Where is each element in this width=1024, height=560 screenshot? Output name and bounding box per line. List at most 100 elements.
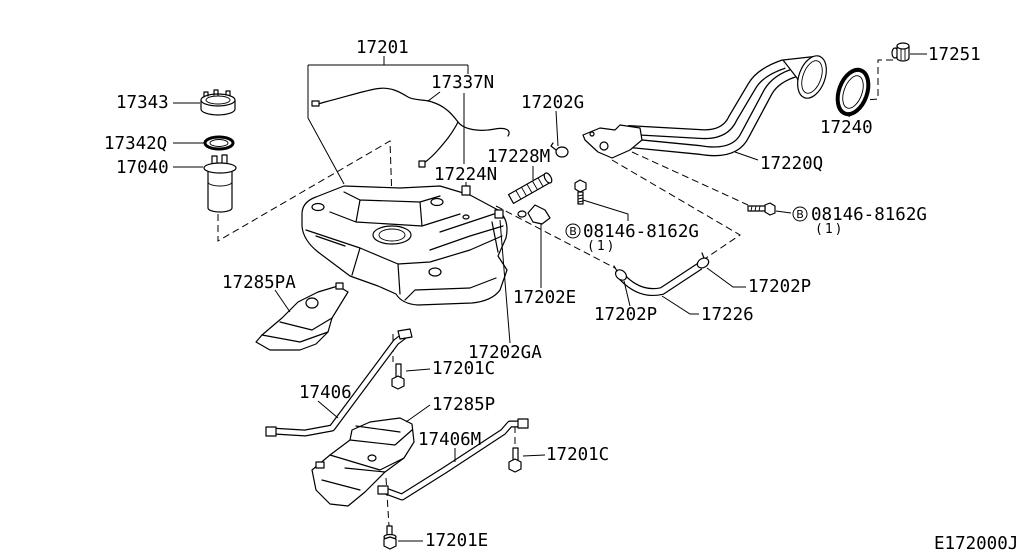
bolt-head — [508, 458, 522, 473]
fitting-body — [461, 185, 471, 196]
leader-line-bolt-c-upper — [405, 368, 431, 372]
leader-line-clamp-p-right — [706, 267, 746, 288]
shield-to-bolt-e-dashed-line — [385, 477, 390, 527]
clamp-17202p-right — [696, 252, 710, 269]
label-hose-226: 17226 — [701, 305, 754, 325]
tank-strap — [265, 328, 413, 437]
leader-line-heat-shield-pa — [274, 289, 291, 313]
tank-raised-block — [329, 191, 461, 227]
label-filler-tube: 17220Q — [760, 154, 823, 174]
fuel-pump — [203, 154, 237, 213]
label-bolt-e: 17201E — [425, 531, 488, 551]
bolt-head — [383, 536, 397, 550]
bracket-hole — [599, 141, 609, 151]
cap-grip — [900, 49, 906, 60]
pump-to-tank-dashed-line — [217, 140, 393, 242]
bolt-17201c-lower — [508, 447, 522, 473]
filler-bracket — [582, 124, 643, 159]
leader-line-harness — [427, 91, 441, 102]
sender-harness — [311, 87, 510, 168]
shield-tab — [335, 282, 344, 290]
label-lock-ring: 17343 — [116, 93, 169, 113]
filler-cup-inner — [801, 60, 823, 94]
pump-flange — [203, 162, 237, 174]
gasket-inner — [842, 75, 864, 109]
label-clamp-p-left: 17202P — [594, 305, 657, 325]
bolt-17201e — [383, 525, 397, 550]
filler-cup — [797, 55, 827, 99]
bolt-shank — [747, 205, 766, 212]
filler-tube — [582, 55, 827, 159]
lock-ring-teeth — [203, 89, 231, 98]
filler-cap — [891, 42, 910, 62]
cap-top — [896, 42, 910, 50]
bolt-head — [764, 202, 776, 216]
tank-top-edge — [305, 229, 503, 265]
label-heat-shield-p: 17285P — [432, 395, 495, 415]
leader-line-bolt-a — [582, 199, 629, 221]
bolt-head — [391, 375, 405, 390]
clamp-17202p-left — [613, 265, 628, 281]
tank-hole — [428, 267, 442, 277]
bolt-ref-a: B 08146-8162G (1) — [565, 222, 699, 254]
tank-hole — [430, 197, 444, 207]
bolt-17201c-upper — [391, 363, 405, 390]
label-harness: 17337N — [431, 73, 494, 93]
clamp-tab — [550, 142, 557, 151]
leader-line-bolt-b — [775, 210, 792, 214]
leader-line-strap — [317, 400, 339, 419]
clamp-ring — [555, 146, 569, 158]
hose-ribs — [515, 177, 544, 200]
tank-front-edges — [351, 247, 497, 301]
label-clamp-p-right: 17202P — [748, 277, 811, 297]
label-filler-cap: 17251 — [928, 45, 981, 65]
o-ring-outer — [203, 135, 235, 151]
label-bolt-part-no: 08146-8162G — [583, 222, 699, 242]
hose-fill — [619, 263, 702, 295]
leader-line-heat-shield-p — [405, 404, 431, 423]
tank-to-hose-dashed-line — [495, 205, 616, 269]
bolt-ref-symbol-circle — [792, 206, 808, 222]
shield-hole — [305, 297, 319, 309]
shield-outline — [255, 285, 349, 351]
lock-ring-inner — [205, 95, 231, 105]
label-bolt-qty: (1) — [587, 239, 616, 254]
tank-hole — [462, 214, 470, 220]
bolt-ref-symbol: B — [569, 225, 577, 238]
fuel-tank — [301, 185, 508, 306]
hose-end — [543, 172, 553, 184]
clamp-loop — [517, 210, 527, 218]
fuel-pump-lock-ring — [200, 89, 236, 116]
strap-top-tab — [517, 418, 529, 429]
leader-line-filler-tube — [734, 151, 759, 161]
bracket-hole — [589, 131, 595, 137]
cap-dashed-line — [865, 59, 893, 101]
leader-line-bolt-c-lower — [522, 454, 546, 457]
figure-id: E172000J — [934, 534, 1018, 554]
leader-line-hose-226 — [661, 295, 699, 315]
clamp-17202e — [517, 204, 551, 225]
tank-strap-m — [377, 418, 529, 501]
bolt-thread — [750, 205, 761, 212]
bolt-ref-symbol: B — [796, 208, 804, 221]
bolt-08146-a — [574, 179, 587, 205]
shield-hole — [367, 454, 377, 462]
label-strap-m: 17406M — [418, 430, 481, 450]
main-tube-fill — [617, 68, 799, 156]
clamp-ring — [696, 257, 710, 269]
strap-fill — [382, 421, 524, 500]
bolt-thread — [577, 194, 584, 203]
label-bolt-c-lower: 17201C — [546, 445, 609, 465]
strap-end-tab — [377, 485, 389, 495]
label-clamp-e: 17202E — [513, 288, 576, 308]
label-clamp-g: 17202G — [521, 93, 584, 113]
label-bolt-part-no: 08146-8162G — [811, 205, 927, 225]
tank-pump-opening-inner — [378, 228, 406, 242]
leader-line-gasket — [848, 111, 852, 118]
fuel-pump-o-ring — [203, 135, 235, 151]
clamp-tab — [701, 252, 705, 259]
harness-connector — [311, 100, 320, 107]
clamp-17202g — [550, 142, 569, 158]
label-filler-gasket: 17240 — [820, 118, 873, 138]
